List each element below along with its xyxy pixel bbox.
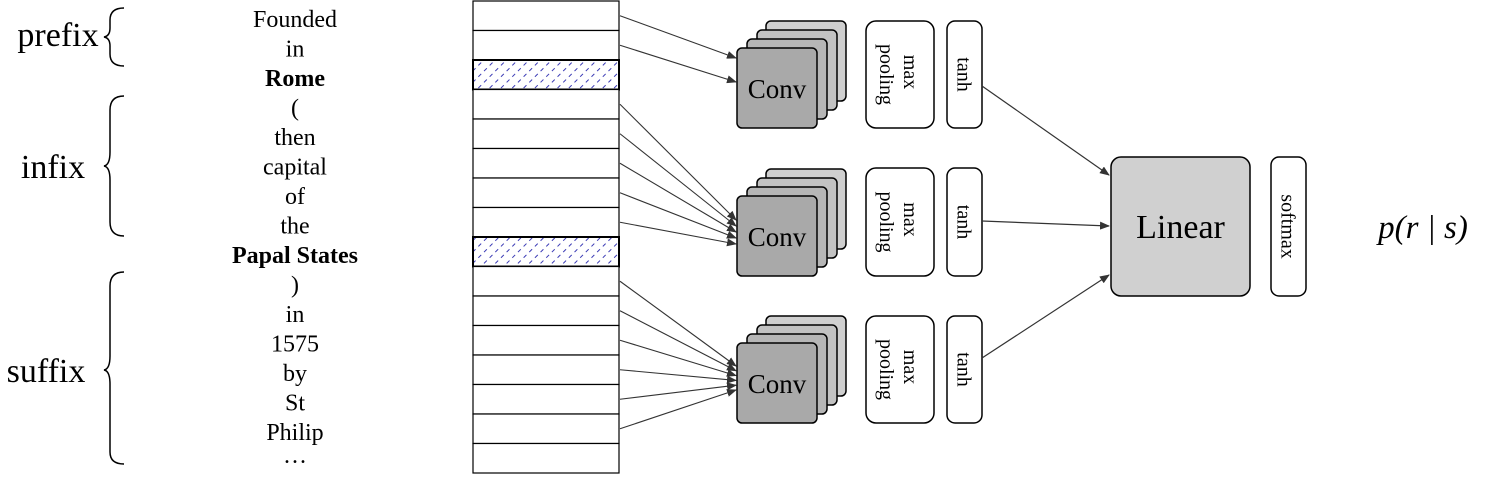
tanh-label-3: tanh: [953, 352, 975, 386]
softmax-block: softmax: [1270, 156, 1307, 297]
segment-prefix: prefix: [17, 7, 125, 67]
token-8: Papal States: [232, 243, 358, 269]
pool-label-2-line-2: pooling: [875, 191, 897, 252]
window-arrow-3: [619, 382, 737, 400]
segment-label-prefix: prefix: [17, 17, 98, 54]
pool-label-3: max pooling: [875, 339, 921, 400]
linear-label: Linear: [1136, 209, 1225, 246]
window-arrow-2: [619, 192, 737, 239]
token-4: then: [274, 125, 315, 151]
embedding-row: [472, 177, 620, 209]
token-1: in: [286, 37, 305, 63]
embedding-row: [472, 29, 620, 61]
token-9: ): [291, 273, 299, 299]
embedding-row: [472, 206, 620, 238]
conv-block-1: Conv: [736, 20, 847, 129]
embedding-row: [472, 118, 620, 150]
window-arrow-2: [619, 133, 737, 227]
linear-block: Linear: [1110, 156, 1251, 297]
token-0: Founded: [253, 7, 337, 33]
tanh-block-2: tanh: [946, 167, 983, 277]
pool-label-2-line-1: max: [899, 202, 921, 236]
arrow-tanh3-linear: [981, 274, 1110, 359]
token-11: 1575: [271, 332, 319, 358]
max-pooling-block-3: max pooling: [865, 315, 935, 424]
window-arrow-2: [619, 103, 737, 221]
branch-3: Conv max pooling tanh: [736, 315, 983, 424]
token-13: St: [285, 391, 305, 417]
window-arrow-3: [619, 280, 737, 367]
token-3: (: [291, 96, 299, 122]
softmax-label: softmax: [1277, 194, 1299, 258]
pool-label-3-line-2: pooling: [875, 339, 897, 400]
window-arrows: [619, 15, 737, 430]
output-probability-label: p(r | s): [1376, 210, 1468, 246]
arrow-tanh2-linear: [981, 220, 1110, 230]
embedding-row: [472, 383, 620, 415]
pool-label-1: max pooling: [875, 44, 921, 105]
conv-block-3: Conv: [736, 315, 847, 424]
token-10: in: [286, 302, 305, 328]
token-5: capital: [263, 155, 327, 181]
token-list: Founded in Rome ( then capital of the Pa…: [232, 7, 358, 476]
embedding-row: [472, 265, 620, 297]
token-15: ···: [283, 450, 307, 476]
tanh-block-1: tanh: [946, 20, 983, 129]
segment-infix: infix: [21, 95, 125, 237]
max-pooling-block-1: max pooling: [865, 20, 935, 129]
segment-label-infix: infix: [21, 149, 85, 186]
embedding-row: [472, 295, 620, 327]
pool-label-1-line-2: pooling: [875, 44, 897, 105]
token-7: the: [280, 214, 309, 240]
embedding-row-entity: [472, 59, 620, 91]
window-arrow-3: [619, 339, 737, 377]
tanh-label-2: tanh: [953, 205, 975, 239]
arrow-tanh1-linear: [981, 85, 1110, 176]
window-arrow-3: [619, 389, 737, 430]
window-arrow-2: [619, 162, 737, 233]
tanh-label-1: tanh: [953, 57, 975, 91]
segment-label-suffix: suffix: [7, 353, 86, 390]
conv-block-2: Conv: [736, 168, 847, 277]
window-arrow-1: [619, 44, 737, 84]
token-14: Philip: [266, 420, 323, 446]
token-6: of: [285, 184, 305, 210]
embedding-row: [472, 324, 620, 356]
infix-brace: [103, 95, 125, 237]
embedding-row: [472, 147, 620, 179]
embedding-row: [472, 413, 620, 445]
pool-label-3-line-1: max: [899, 350, 921, 384]
conv-label-1: Conv: [748, 74, 807, 104]
embedding-row: [472, 442, 620, 474]
conv-label-3: Conv: [748, 369, 807, 399]
pool-label-2: max pooling: [875, 191, 921, 252]
window-arrow-3: [619, 310, 737, 372]
prefix-brace: [103, 7, 125, 67]
segment-suffix: suffix: [7, 271, 125, 465]
max-pooling-block-2: max pooling: [865, 167, 935, 277]
pool-label-1-line-1: max: [899, 55, 921, 89]
window-arrow-3: [619, 369, 737, 384]
embedding-matrix: [472, 0, 620, 474]
branch-2: Conv max pooling tanh: [736, 167, 983, 277]
window-arrow-2: [619, 221, 737, 247]
embedding-row: [472, 354, 620, 386]
embedding-row: [472, 0, 620, 32]
suffix-brace: [103, 271, 125, 465]
embedding-row-entity: [472, 236, 620, 268]
tanh-block-3: tanh: [946, 315, 983, 424]
token-12: by: [283, 361, 307, 387]
conv-label-2: Conv: [748, 222, 807, 252]
window-arrow-1: [619, 15, 737, 59]
tanh-to-linear-arrows: [981, 85, 1110, 359]
token-2: Rome: [265, 66, 325, 92]
branch-1: Conv max pooling tanh: [736, 20, 983, 129]
embedding-row: [472, 88, 620, 120]
